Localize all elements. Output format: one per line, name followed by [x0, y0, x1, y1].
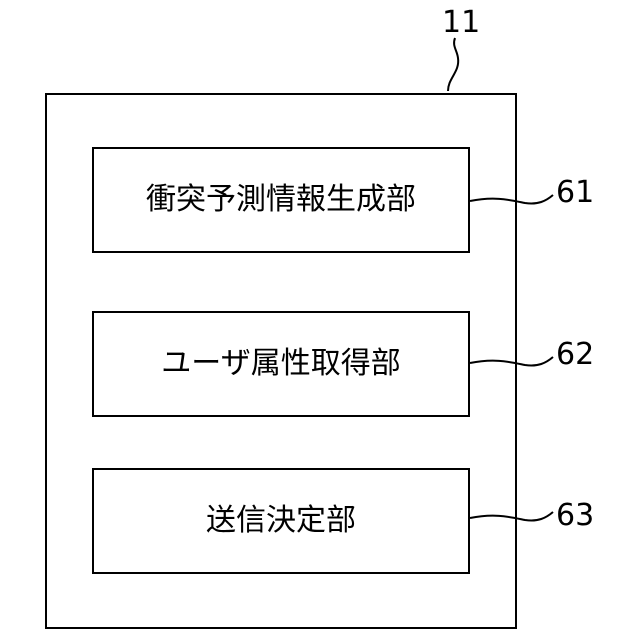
reference-numeral-63: 63 [556, 501, 594, 531]
reference-numeral-62: 62 [556, 340, 594, 370]
reference-numeral-main: 11 [442, 8, 480, 38]
transmission-decision-unit-box: 送信決定部 [92, 468, 470, 574]
unit-label: 送信決定部 [206, 506, 356, 536]
unit-label: 衝突予測情報生成部 [146, 185, 416, 215]
collision-prediction-unit-box: 衝突予測情報生成部 [92, 147, 470, 253]
unit-label: ユーザ属性取得部 [161, 349, 400, 379]
reference-numeral-61: 61 [556, 178, 594, 208]
leader-line-11 [448, 38, 458, 91]
user-attribute-unit-box: ユーザ属性取得部 [92, 311, 470, 417]
